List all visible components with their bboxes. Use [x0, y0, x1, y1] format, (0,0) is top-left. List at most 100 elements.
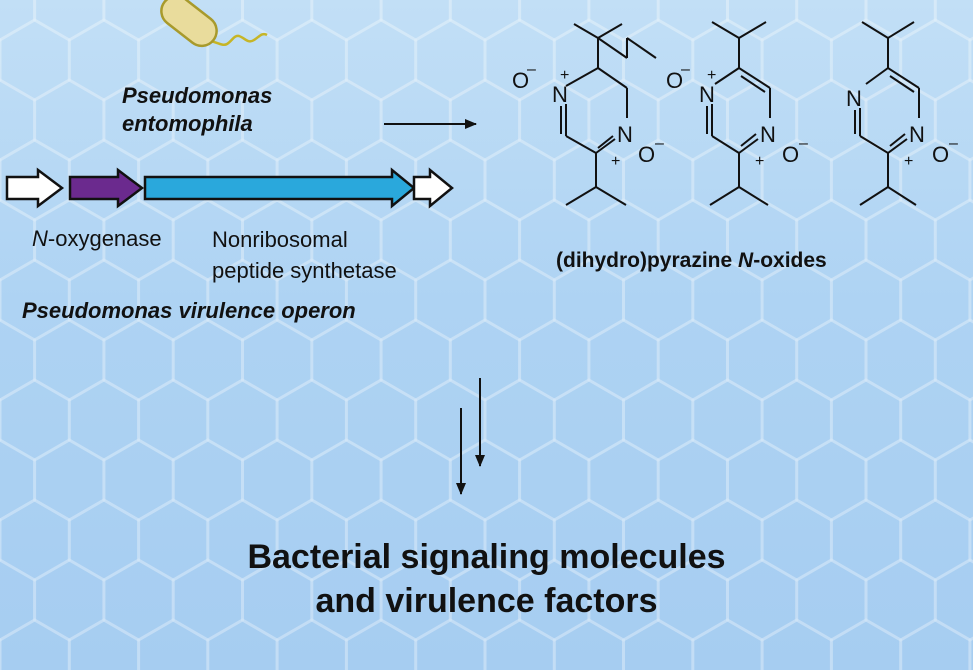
- background-hexagon: [518, 0, 591, 42]
- charge-plus-2a: +: [707, 67, 716, 84]
- background-hexagon: [899, 138, 972, 222]
- background-hexagon: [864, 198, 937, 282]
- background-hexagon: [691, 138, 764, 222]
- background-hexagon: [622, 498, 695, 582]
- background-hexagon: [171, 78, 244, 162]
- organism-name: Pseudomonas entomophila: [122, 82, 272, 138]
- bacterium-icon: [160, 0, 268, 48]
- product-caption: (dihydro)pyrazine N-oxides: [556, 249, 827, 273]
- background-hexagon: [448, 198, 522, 282]
- background-hexagon: [622, 378, 695, 462]
- background-hexagon: [67, 18, 141, 102]
- background-hexagon: [414, 618, 487, 670]
- background-hexagon: [656, 558, 729, 642]
- background-hexagon: [587, 0, 660, 42]
- background-hexagon: [691, 498, 764, 582]
- background-hexagon: [102, 318, 175, 402]
- background-hexagon: [968, 516, 973, 564]
- background-hexagon: [760, 378, 833, 462]
- organism-name-line2: entomophila: [122, 111, 253, 136]
- background-hexagon: [448, 558, 522, 642]
- background-hexagon: [379, 558, 452, 642]
- background-hexagon: [795, 438, 868, 522]
- background-hexagon: [275, 618, 348, 670]
- background-hexagon: [795, 558, 868, 642]
- gene-label-oxygenase: N-oxygenase: [32, 226, 162, 252]
- background-hexagon: [864, 558, 937, 642]
- background-hexagon: [933, 438, 973, 522]
- background-hexagon: [137, 378, 210, 462]
- background-hexagon: [518, 318, 591, 402]
- background-hexagon: [933, 558, 973, 642]
- background-hexagon: [552, 138, 625, 222]
- background-hexagon: [0, 198, 37, 282]
- background-hexagon: [206, 618, 279, 670]
- atom-n-3b: N: [909, 122, 925, 147]
- background-hexagon: [829, 258, 903, 342]
- gene-arrow-nrps: [143, 167, 416, 209]
- molecule-dihydropyrazine-dioxide: [560, 23, 657, 206]
- background-hexagon: [968, 156, 973, 204]
- background-hexagon: [275, 378, 348, 462]
- background-hexagon: [0, 0, 37, 42]
- background-hexagon: [760, 138, 833, 222]
- background-hexagon: [483, 618, 556, 670]
- background-hexagon: [587, 438, 660, 522]
- background-hexagon: [483, 498, 556, 582]
- background-hexagon: [33, 318, 106, 402]
- background-hexagon: [760, 498, 833, 582]
- background-hexagon: [726, 198, 799, 282]
- background-hexagon: [379, 318, 452, 402]
- background-hexagon: [622, 138, 695, 222]
- background-hexagon: [933, 318, 973, 402]
- background-hexagon: [518, 78, 591, 162]
- conclusion-line2: and virulence factors: [315, 582, 658, 620]
- background-hexagon: [0, 438, 37, 522]
- background-hexagon: [414, 258, 487, 342]
- background-hexagon: [656, 198, 729, 282]
- background-hexagon: [206, 18, 279, 102]
- charge-plus-3b: +: [904, 153, 913, 170]
- background-hexagon: [483, 258, 556, 342]
- background-hexagon: [0, 318, 37, 402]
- background-hexagon: [0, 498, 71, 582]
- background-hexagon: [102, 558, 175, 642]
- background-hexagon: [137, 618, 210, 670]
- background-hexagon: [206, 378, 279, 462]
- background-hexagon: [241, 558, 314, 642]
- background-hexagon: [726, 78, 799, 162]
- background-hexagon: [33, 78, 106, 162]
- background-hexagon: [102, 198, 175, 282]
- background-hexagon: [864, 0, 937, 42]
- background-hexagon: [448, 318, 522, 402]
- background-hexagon: [622, 618, 695, 670]
- atom-o-1b: O: [638, 142, 655, 167]
- background-hexagon: [829, 498, 903, 582]
- background-hexagon: [518, 198, 591, 282]
- background-hexagon: [67, 618, 141, 670]
- background-hexagon: [275, 258, 348, 342]
- background-hexagon: [587, 78, 660, 162]
- gene-arrow-oxygenase: [68, 167, 145, 209]
- gene-arrow-upstream: [5, 167, 65, 209]
- molecule-pyrazine-monoxide: [854, 21, 920, 206]
- background-hexagon: [241, 438, 314, 522]
- background-hexagon: [691, 378, 764, 462]
- background-hexagon: [344, 18, 418, 102]
- background-hexagon: [656, 78, 729, 162]
- operon-gene-arrows: [5, 167, 454, 209]
- background-hexagon: [33, 0, 106, 42]
- charge-plus-1b: +: [611, 153, 620, 170]
- background-hexagon: [691, 18, 764, 102]
- atom-n-2b: N: [760, 122, 776, 147]
- background-hexagon: [552, 498, 625, 582]
- background-hexagon: [414, 18, 487, 102]
- background-hexagon: [933, 78, 973, 162]
- atom-n-1b: N: [617, 122, 633, 147]
- background-hexagon: [33, 558, 106, 642]
- background-hexagon: [483, 378, 556, 462]
- background-hexagon: [968, 396, 973, 444]
- gene-label-oxygenase-italic: N: [32, 226, 48, 251]
- background-hexagon: [379, 438, 452, 522]
